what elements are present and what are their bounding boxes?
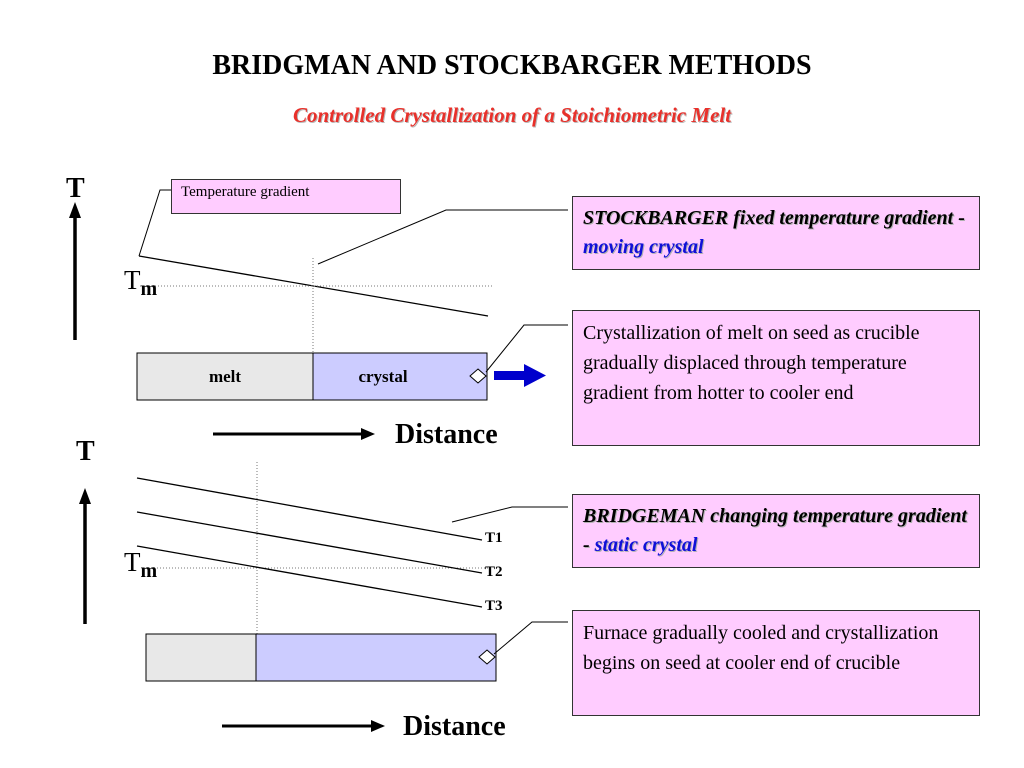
top-distance-arrowhead xyxy=(361,428,375,440)
gradient-label-t3: T3 xyxy=(485,598,503,614)
bridgeman-callout-highlight: static crystal xyxy=(594,534,698,556)
bottom-tm-label: Tm xyxy=(124,547,157,583)
stockbarger-description-text: Crystallization of melt on seed as cruci… xyxy=(583,322,920,404)
gradient-line-t3 xyxy=(136,545,483,608)
bridgeman-description-text: Furnace gradually cooled and crystalliza… xyxy=(583,622,939,674)
top-distance-label: Distance xyxy=(395,419,498,450)
crucible-motion-arrow-shaft xyxy=(494,371,524,380)
stockbarger-description: Crystallization of melt on seed as cruci… xyxy=(572,310,980,446)
page-title: BRIDGMAN AND STOCKBARGER METHODS xyxy=(212,50,812,81)
crucible-motion-arrowhead xyxy=(524,364,546,387)
top-tm-main: T xyxy=(124,265,141,295)
top-t-axis-arrowhead xyxy=(69,202,81,218)
bottom-t-axis-label: T xyxy=(76,436,95,467)
bottom-distance-label: Distance xyxy=(403,711,506,742)
stockbarger-callout: STOCKBARGER fixed temperature gradient -… xyxy=(572,196,980,270)
stockbarger-callout-text: STOCKBARGER fixed temperature gradient - xyxy=(583,207,965,229)
gradient-line-t1 xyxy=(136,477,483,541)
top-t-axis-label: T xyxy=(66,173,85,204)
top-melt-segment xyxy=(136,352,314,401)
temperature-gradient-label: Temperature gradient xyxy=(171,179,401,214)
stockbarger-leader xyxy=(317,209,568,265)
seed-leader-bottom xyxy=(493,621,568,655)
temperature-gradient-text: Temperature gradient xyxy=(181,184,310,200)
top-melt-label: melt xyxy=(208,367,242,386)
bottom-tm-main: T xyxy=(124,547,141,577)
top-seed-diamond xyxy=(469,368,487,384)
bridgeman-callout: BRIDGEMAN changing temperature gradient … xyxy=(572,494,980,568)
bottom-crystal-segment xyxy=(255,633,497,682)
gradient-label-leader xyxy=(138,189,172,257)
top-tm-label: Tm xyxy=(124,265,157,301)
top-tm-sub: m xyxy=(140,278,158,300)
bottom-t-axis-arrowhead xyxy=(79,488,91,504)
top-crystal-segment xyxy=(312,352,488,401)
bottom-seed-diamond xyxy=(478,649,496,665)
stockbarger-callout-highlight: moving crystal xyxy=(583,236,704,258)
bridgeman-description: Furnace gradually cooled and crystalliza… xyxy=(572,610,980,716)
bridgeman-callout-text: BRIDGEMAN changing temperature gradient … xyxy=(583,505,967,556)
page-subtitle: Controlled Crystallization of a Stoichio… xyxy=(292,103,732,127)
gradient-label-t2: T2 xyxy=(485,564,503,580)
top-crystal-label: crystal xyxy=(358,367,408,386)
gradient-line-t2 xyxy=(136,511,483,574)
seed-leader-top xyxy=(485,324,568,373)
gradient-label-t1: T1 xyxy=(485,530,503,546)
bottom-melt-segment xyxy=(145,633,257,682)
bridgeman-leader xyxy=(451,506,568,523)
bottom-distance-arrowhead xyxy=(371,720,385,732)
bottom-tm-sub: m xyxy=(140,560,158,582)
